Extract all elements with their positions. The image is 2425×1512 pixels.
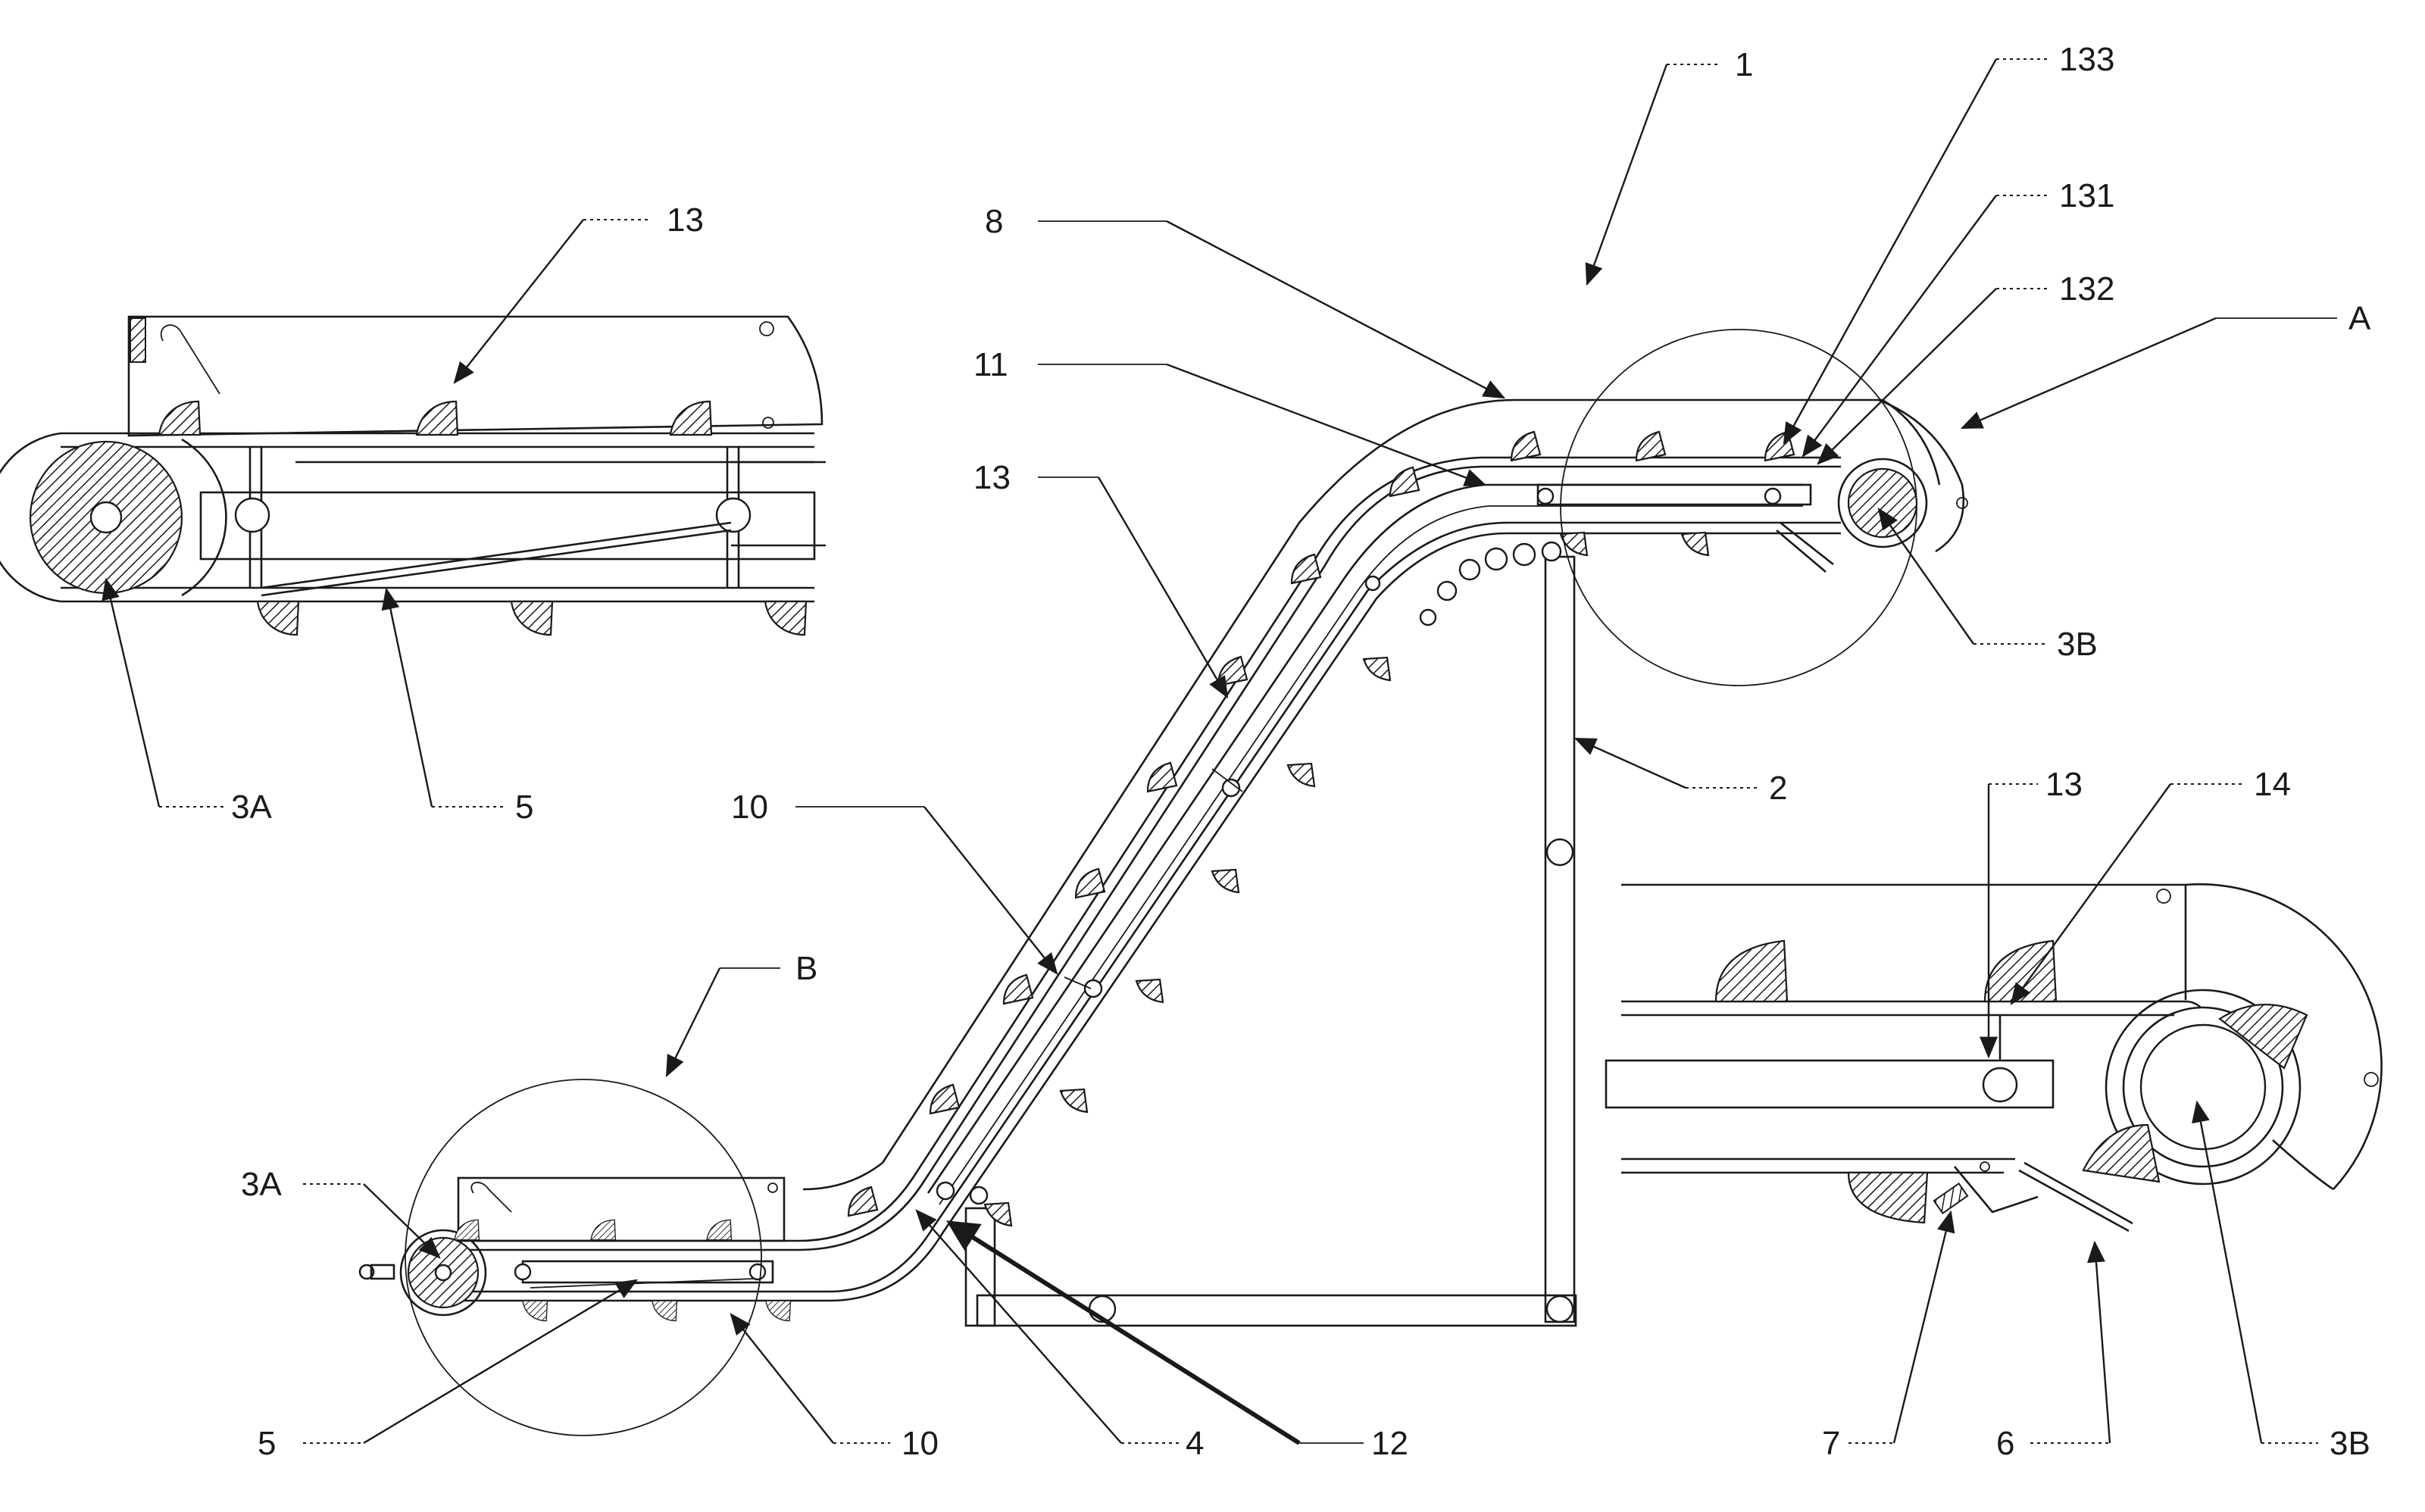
return-rollers	[1420, 542, 1561, 625]
label-6: 6	[1996, 1425, 2014, 1462]
label-13-detail-a: 13	[2045, 766, 2083, 803]
label-133: 133	[2059, 41, 2114, 78]
label-13-main: 13	[973, 459, 1011, 496]
label-5-detail-b: 5	[515, 789, 533, 826]
reference-labels: 1 133 131 132 8 11 13 A 13 3B 3A 5 10 2 …	[231, 41, 2371, 1462]
label-2: 2	[1769, 770, 1787, 807]
label-3b-main: 3B	[2057, 626, 2098, 663]
leader-lines	[106, 59, 2337, 1443]
label-3b-detail-a: 3B	[2330, 1425, 2370, 1462]
label-132: 132	[2059, 270, 2114, 308]
label-5-main: 5	[258, 1425, 276, 1462]
detail-view-b	[0, 317, 826, 635]
label-10-main: 10	[731, 789, 768, 826]
label-10-bottom: 10	[902, 1425, 939, 1462]
label-131: 131	[2059, 177, 2114, 214]
label-3a-detail-b: 3A	[231, 789, 272, 826]
label-8: 8	[985, 203, 1003, 240]
label-b: B	[795, 950, 817, 987]
label-1: 1	[1735, 46, 1753, 83]
label-12: 12	[1371, 1425, 1408, 1462]
label-7: 7	[1822, 1425, 1840, 1462]
label-13-detail-b: 13	[667, 201, 704, 239]
label-11: 11	[973, 346, 1008, 383]
label-3a-main: 3A	[241, 1166, 282, 1203]
main-conveyor-view	[360, 330, 1967, 1435]
label-4: 4	[1186, 1425, 1204, 1462]
label-14: 14	[2254, 766, 2291, 803]
detail-view-a	[1606, 884, 2382, 1231]
label-a: A	[2348, 300, 2371, 337]
